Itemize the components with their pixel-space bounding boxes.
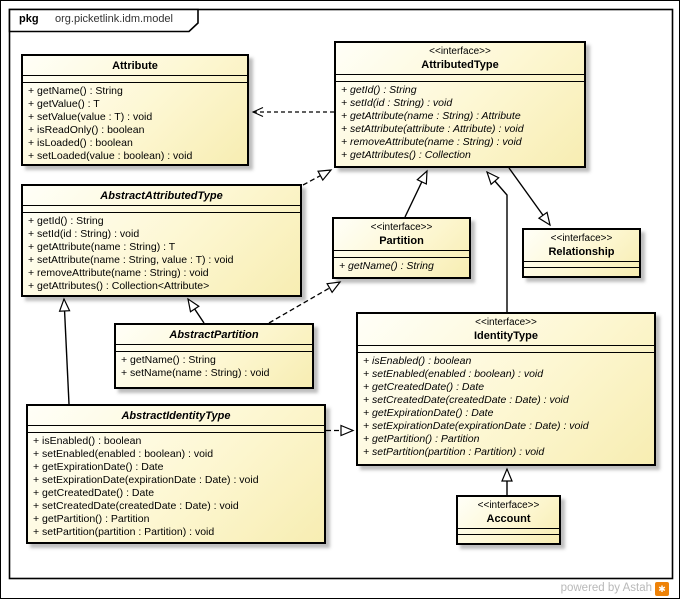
operation: + getAttributes() : Collection<Attribute… [28, 280, 210, 292]
operation: + isReadOnly() : boolean [28, 124, 145, 136]
operation: + getAttributes() : Collection [341, 149, 471, 161]
operation: + removeAttribute(name : String) : void [341, 136, 522, 148]
stereotype: <<interface>> [475, 317, 537, 328]
operation-compartment: + getName() : String [334, 258, 469, 273]
realization-abstractattributedtype-attributedtype[interactable] [302, 169, 333, 186]
class-abstractattributedtype[interactable]: AbstractAttributedType + getId() : Strin… [21, 184, 302, 297]
operation-compartment: + isEnabled() : boolean + setEnabled(ena… [358, 353, 654, 459]
operation: + setExpirationDate(expirationDate : Dat… [363, 420, 589, 432]
operation: + setValue(value : T) : void [28, 111, 153, 123]
class-name: AbstractPartition [169, 329, 259, 341]
operation: + setPartition(partition : Partition) : … [363, 446, 545, 458]
interface-identitytype-title: <<interface>> IdentityType [358, 314, 654, 346]
class-abstractattributedtype-title: AbstractAttributedType [23, 186, 300, 206]
operation-compartment: + getId() : String + setId(id : String) … [23, 213, 300, 293]
class-name: AttributedType [421, 59, 499, 71]
class-abstractpartition-title: AbstractPartition [116, 325, 312, 345]
generalization-abstractidentitytype-abstractattributedtype[interactable] [58, 297, 71, 405]
astah-logo-icon: ✱ [655, 582, 669, 596]
operation: + getId() : String [28, 215, 104, 227]
stereotype: <<interface>> [429, 46, 491, 57]
operation: + getCreatedDate() : Date [33, 487, 155, 499]
operation-compartment: + getId() : String + setId(id : String) … [336, 82, 584, 162]
operation: + setCreatedDate(createdDate : Date) : v… [363, 394, 569, 406]
operation: + removeAttribute(name : String) : void [28, 267, 209, 279]
interface-account-title: <<interface>> Account [458, 497, 559, 529]
operation: + isEnabled() : boolean [363, 355, 472, 367]
operation: + getName() : String [339, 260, 434, 272]
operation: + setId(id : String) : void [341, 97, 453, 109]
class-name: Partition [379, 235, 424, 247]
class-abstractpartition[interactable]: AbstractPartition + getName() : String +… [114, 323, 314, 389]
interface-identitytype[interactable]: <<interface>> IdentityType + isEnabled()… [356, 312, 656, 466]
class-attribute-title: Attribute [23, 56, 247, 76]
class-name: Relationship [548, 246, 615, 258]
package-keyword: pkg [19, 13, 39, 25]
operation-compartment: + isEnabled() : boolean + setEnabled(ena… [28, 433, 324, 539]
operation: + getPartition() : Partition [33, 513, 150, 525]
class-name: AbstractAttributedType [100, 190, 223, 202]
operation: + getAttribute(name : String) : T [28, 241, 176, 253]
interface-partition-title: <<interface>> Partition [334, 219, 469, 251]
attribute-compartment [334, 251, 469, 258]
operation: + getExpirationDate() : Date [363, 407, 494, 419]
operation-compartment [458, 535, 559, 537]
interface-account[interactable]: <<interface>> Account [456, 495, 561, 545]
class-attribute[interactable]: Attribute + getName() : String + getValu… [21, 54, 249, 166]
operation-compartment: + getName() : String + getValue() : T + … [23, 83, 247, 163]
operation: + setEnabled(enabled : boolean) : void [33, 448, 214, 460]
operation: + setExpirationDate(expirationDate : Dat… [33, 474, 259, 486]
attribute-compartment [28, 426, 324, 433]
attribute-compartment [358, 346, 654, 353]
generalization-abstractpartition-abstractattributedtype[interactable] [187, 297, 205, 324]
stereotype: <<interface>> [477, 500, 540, 511]
operation: + setPartition(partition : Partition) : … [33, 526, 215, 538]
generalization-attributedtype-relationship[interactable] [508, 167, 551, 227]
interface-partition[interactable]: <<interface>> Partition + getName() : St… [332, 217, 471, 279]
operation: + getCreatedDate() : Date [363, 381, 485, 393]
attribute-compartment [116, 345, 312, 352]
operation: + setAttribute(attribute : Attribute) : … [341, 123, 524, 135]
interface-relationship-title: <<interface>> Relationship [524, 230, 639, 262]
package-name: org.picketlink.idm.model [55, 13, 173, 25]
operation: + setAttribute(name : String, value : T)… [28, 254, 234, 266]
operation: + isEnabled() : boolean [33, 435, 142, 447]
attribute-compartment [336, 75, 584, 82]
operation-compartment [524, 268, 639, 270]
stereotype: <<interface>> [550, 233, 613, 244]
operation: + isLoaded() : boolean [28, 137, 133, 149]
operation: + setId(id : String) : void [28, 228, 140, 240]
operation: + getAttribute(name : String) : Attribut… [341, 110, 521, 122]
operation: + getExpirationDate() : Date [33, 461, 164, 473]
interface-attributedtype-title: <<interface>> AttributedType [336, 43, 584, 75]
stereotype: <<interface>> [370, 222, 433, 233]
operation: + setEnabled(enabled : boolean) : void [363, 368, 544, 380]
operation: + getPartition() : Partition [363, 433, 480, 445]
interface-attributedtype[interactable]: <<interface>> AttributedType + getId() :… [334, 41, 586, 168]
class-abstractidentitytype-title: AbstractIdentityType [28, 406, 324, 426]
operation: + setCreatedDate(createdDate : Date) : v… [33, 500, 239, 512]
operation: + setName(name : String) : void [121, 367, 270, 379]
class-name: AbstractIdentityType [121, 410, 231, 422]
generalization-partition-attributedtype[interactable] [404, 169, 428, 218]
operation: + getName() : String [121, 354, 216, 366]
operation: + getId() : String [341, 84, 417, 96]
watermark-text: powered by Astah [560, 582, 652, 594]
operation: + setLoaded(value : boolean) : void [28, 150, 193, 162]
interface-relationship[interactable]: <<interface>> Relationship [522, 228, 641, 278]
operation: + getName() : String [28, 85, 123, 97]
attribute-compartment [23, 206, 300, 213]
attribute-compartment [23, 76, 247, 83]
class-abstractidentitytype[interactable]: AbstractIdentityType + isEnabled() : boo… [26, 404, 326, 544]
class-name: Account [486, 513, 531, 525]
class-name: IdentityType [474, 330, 538, 342]
operation: + getValue() : T [28, 98, 100, 110]
operation-compartment: + getName() : String + setName(name : St… [116, 352, 312, 380]
generalization-identitytype-attributedtype[interactable] [485, 170, 508, 312]
class-name: Attribute [112, 60, 158, 72]
